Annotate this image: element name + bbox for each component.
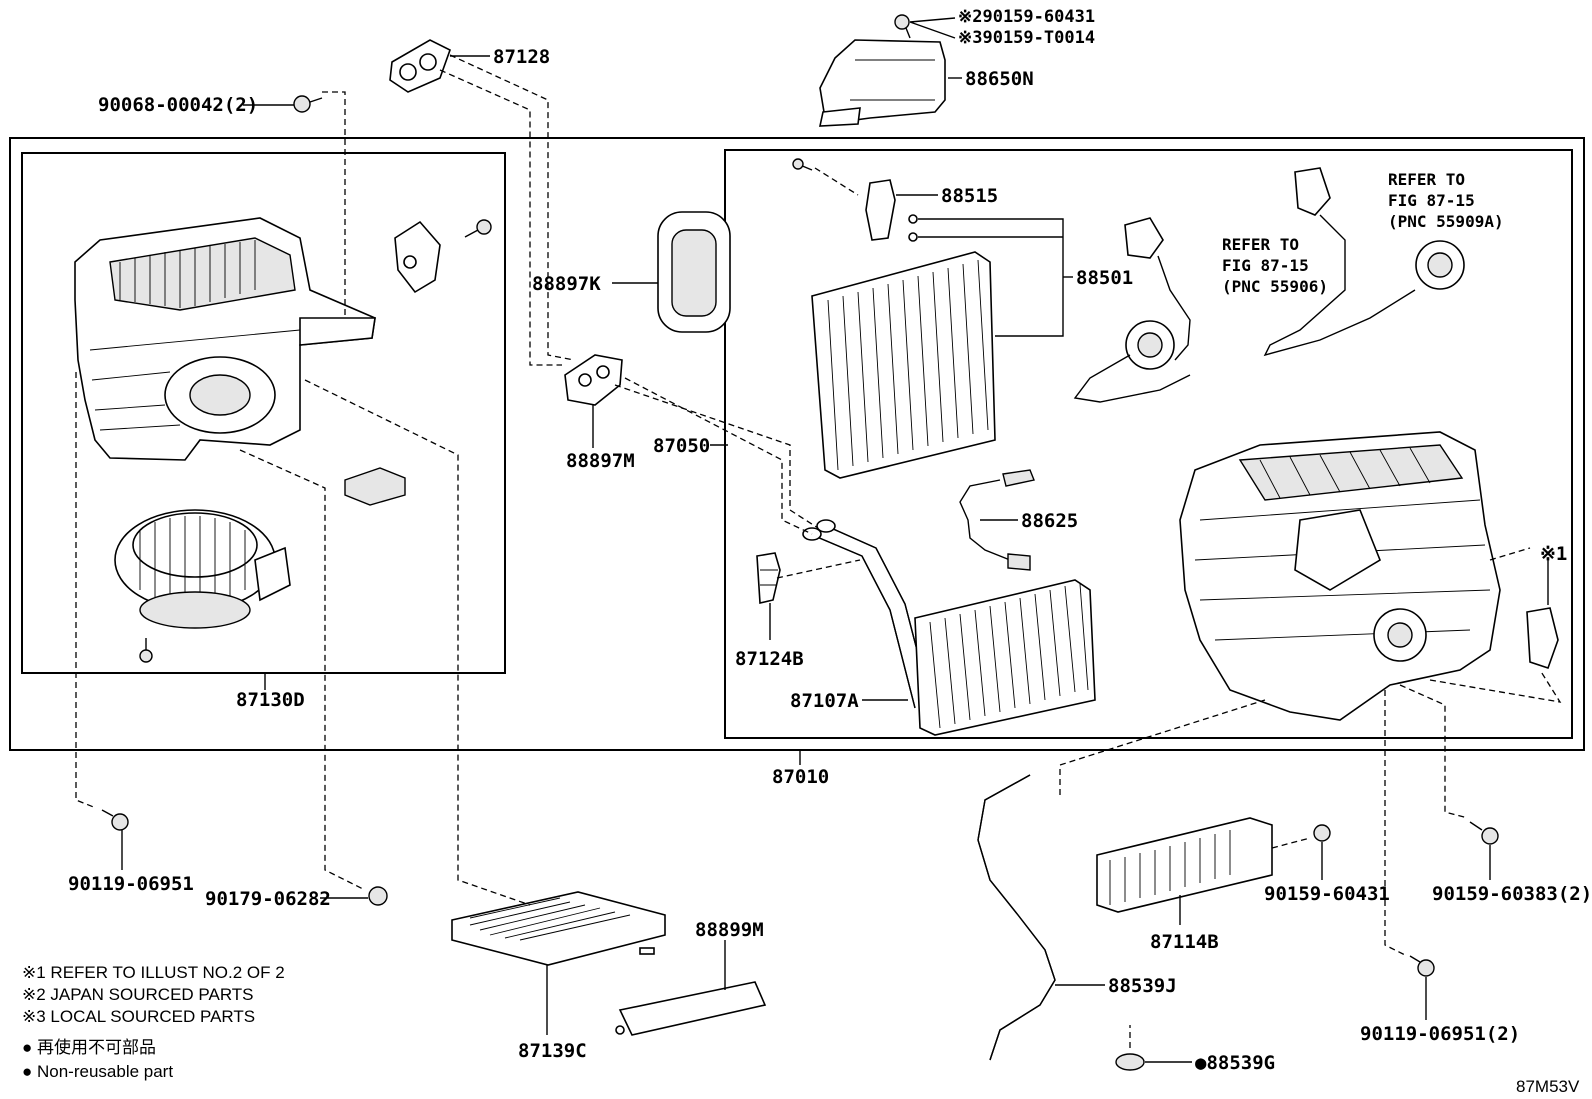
label-88539G: ●88539G (1195, 1052, 1275, 1074)
unit-subassembly-frame (724, 149, 1573, 739)
screw-icon (464, 219, 492, 238)
illustration-id: 87M53V (1516, 1077, 1580, 1096)
label-87124B: 87124B (735, 648, 804, 670)
evaporator-88501-illustration (811, 251, 996, 479)
label-87114B: 87114B (1150, 931, 1219, 953)
clip-icon (368, 886, 388, 906)
screw-icon (792, 158, 813, 171)
servo-motor-55909A-illustration (1263, 167, 1465, 357)
label-87050: 87050 (653, 435, 710, 457)
assembly-frame-87010 (9, 137, 1585, 751)
screw-icon (1469, 821, 1499, 845)
label-87010: 87010 (772, 766, 829, 788)
label-88625: 88625 (1021, 510, 1078, 532)
label-87107A: 87107A (790, 690, 859, 712)
ref-55906-line1: REFER TO (1222, 235, 1299, 254)
grommet-87128-illustration (389, 39, 451, 93)
label-90119-06951: 90119-06951 (68, 873, 194, 895)
blower-housing-illustration (74, 217, 376, 461)
label-90159-60383: 90159-60383(2) (1432, 883, 1592, 905)
drain-hose-88539J-illustration (977, 774, 1056, 1061)
note-mark2: ※2 JAPAN SOURCED PARTS (22, 985, 254, 1004)
screw-icon (1313, 824, 1331, 842)
label-88501: 88501 (1076, 267, 1133, 289)
label-88650N: 88650N (965, 68, 1034, 90)
resistor-illustration (344, 467, 406, 506)
wire-harness-88625-illustration (959, 469, 1035, 571)
label-87139C: 87139C (518, 1040, 587, 1062)
label-88897M: 88897M (566, 450, 635, 472)
ref-55909A-line1: REFER TO (1388, 170, 1465, 189)
note-mark3: ※3 LOCAL SOURCED PARTS (22, 1007, 255, 1026)
screw-icon (894, 14, 911, 39)
control-module-88650N-illustration (818, 39, 946, 127)
screw-icon (139, 638, 153, 663)
seal-88897K-illustration (657, 211, 731, 333)
note-non-reusable-en: ● Non-reusable part (22, 1062, 173, 1081)
ref-55909A-line2: FIG 87-15 (1388, 191, 1475, 210)
screw-icon (101, 809, 129, 831)
ref-55906-line3: (PNC 55906) (1222, 277, 1328, 296)
air-filter-87139C-illustration (451, 891, 666, 966)
ref-55909A-line3: (PNC 55909A) (1388, 212, 1504, 231)
clip-87124B-illustration (756, 552, 781, 604)
label-88897K: 88897K (532, 273, 601, 295)
ptc-heater-87114B-illustration (1096, 817, 1273, 913)
grommet-88897M-illustration (564, 354, 623, 406)
clip-icon (1115, 1053, 1145, 1071)
label-88515: 88515 (941, 185, 998, 207)
label-88899M: 88899M (695, 919, 764, 941)
servo-motor-55906-illustration (1073, 217, 1191, 403)
label-90068-00042: 90068-00042(2) (98, 94, 258, 116)
filter-cover-88899M-illustration (615, 981, 767, 1036)
label-mark1: ※1 (1540, 543, 1567, 565)
label-90159-60431: 90159-60431 (1264, 883, 1390, 905)
ref-55906-line2: FIG 87-15 (1222, 256, 1309, 275)
label-90119-06951-2: 90119-06951(2) (1360, 1023, 1520, 1045)
label-87130D: 87130D (236, 689, 305, 711)
blower-subassembly-frame (21, 152, 506, 674)
hvac-case-illustration (1179, 431, 1501, 721)
bracket-illustration (394, 220, 441, 294)
note-non-reusable-jp: ● 再使用不可部品 (22, 1037, 156, 1057)
sensor-88515-illustration (865, 179, 918, 242)
screw-icon (293, 95, 323, 113)
label-87128: 87128 (493, 46, 550, 68)
actuator-mark1-illustration (1526, 607, 1559, 670)
screw-icon (1409, 955, 1435, 977)
label-90179-06282: 90179-06282 (205, 888, 331, 910)
dashed-leaders (75, 54, 1562, 1048)
note-mark1: ※1 REFER TO ILLUST NO.2 OF 2 (22, 963, 285, 982)
label-90159-T0014-local: ※390159-T0014 (958, 28, 1095, 48)
label-90159-60431-japan: ※290159-60431 (958, 7, 1095, 27)
label-88539J: 88539J (1108, 975, 1177, 997)
blower-motor-illustration (114, 509, 291, 629)
